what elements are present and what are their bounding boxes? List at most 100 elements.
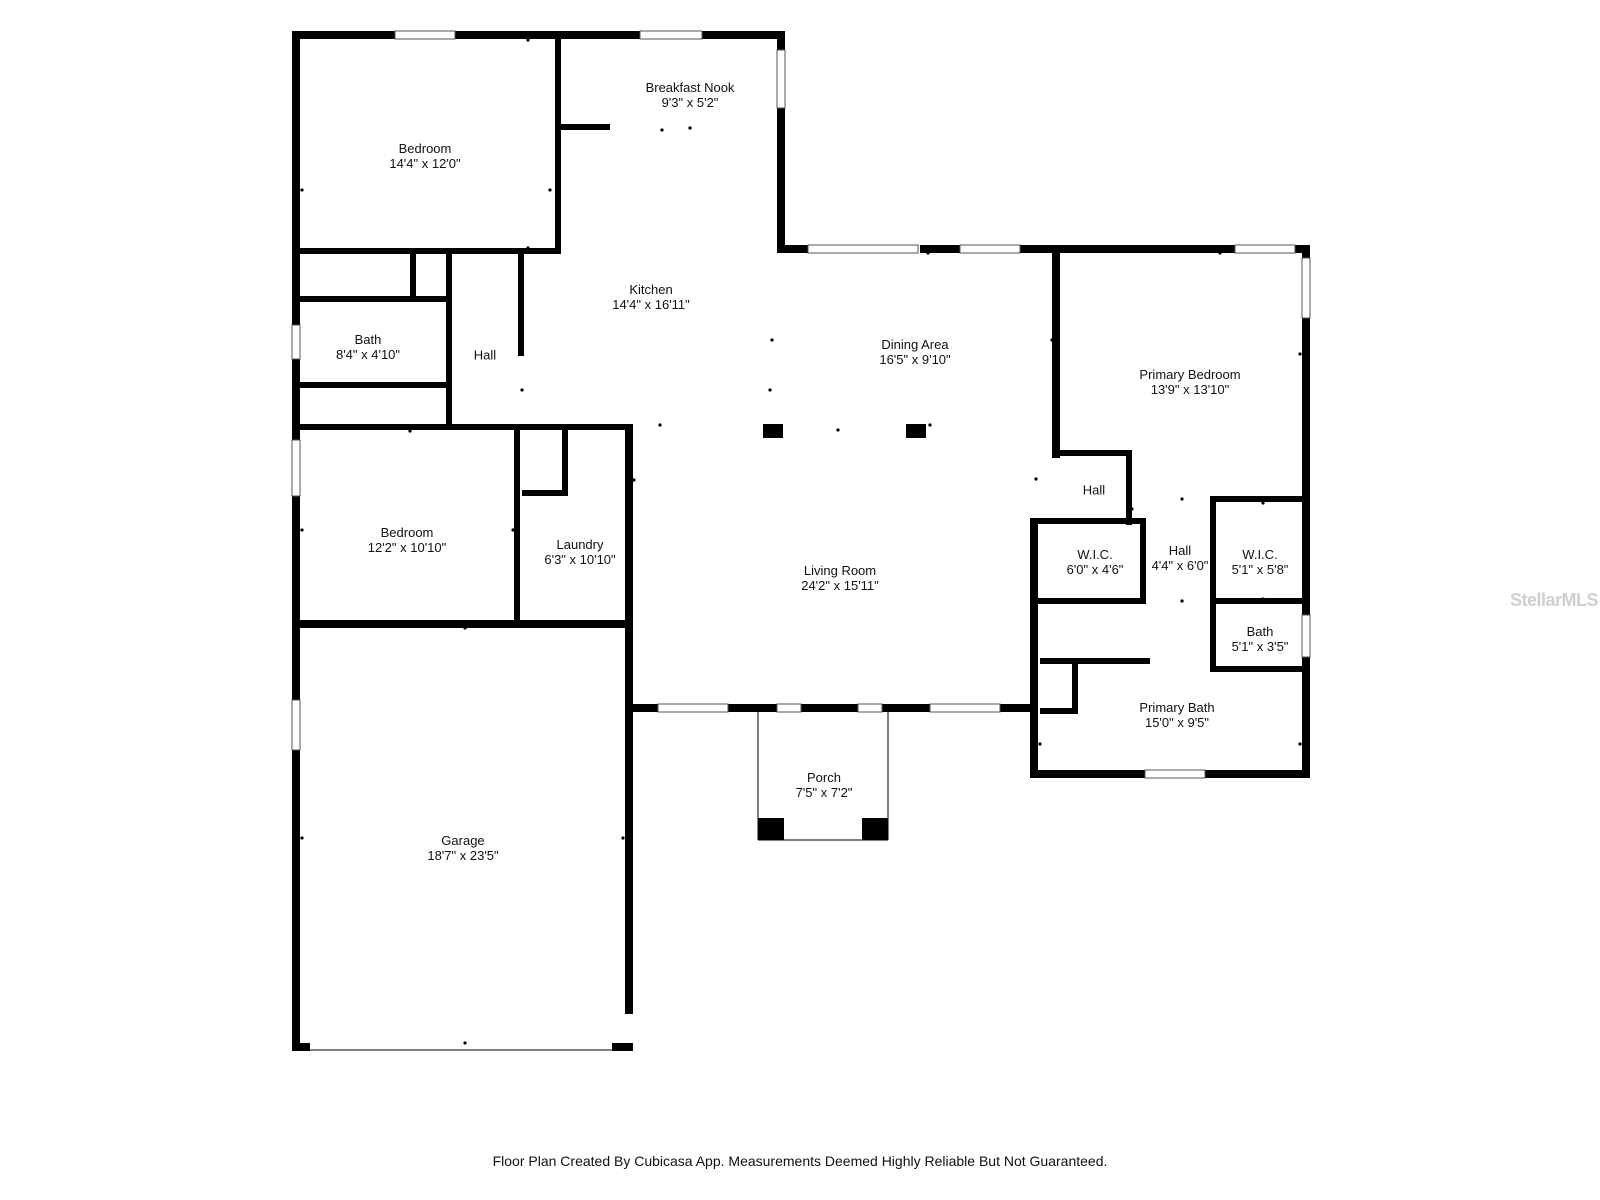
window-marker — [1144, 769, 1206, 779]
dimension-tick — [370, 298, 374, 302]
wall-segment — [300, 248, 555, 254]
room-label-laundry: Laundry 6'3" x 10'10" — [544, 537, 615, 567]
room-dimensions: 16'5" x 9'10" — [879, 352, 951, 367]
dimension-tick — [660, 128, 664, 132]
dimension-tick — [688, 126, 692, 130]
dimension-tick — [836, 428, 840, 432]
wall-segment — [777, 31, 785, 253]
room-label-hall-west: Hall — [474, 348, 496, 363]
room-label-kitchen: Kitchen 14'4" x 16'11" — [612, 282, 690, 312]
wall-segment — [514, 430, 520, 625]
room-name: Porch — [807, 770, 841, 785]
dimension-tick — [621, 836, 625, 840]
room-name: Breakfast Nook — [645, 80, 735, 95]
wall-segment — [292, 1043, 310, 1051]
room-label-primary-bath: Primary Bath 15'0" x 9'5" — [1139, 700, 1214, 730]
room-name: Living Room — [803, 563, 877, 578]
wall-segment — [1210, 496, 1310, 502]
room-name: W.I.C. — [1242, 547, 1278, 562]
dimension-tick — [1130, 507, 1134, 511]
wall-segment — [625, 424, 633, 1014]
dimension-tick — [1034, 477, 1038, 481]
window-marker — [1301, 614, 1311, 658]
window-marker — [291, 439, 301, 497]
dimension-tick — [1056, 342, 1060, 346]
room-label-hall-east-upper: Hall — [1083, 483, 1105, 498]
dimension-tick — [1095, 599, 1099, 603]
wall-segment — [633, 704, 1033, 712]
room-name: Dining Area — [881, 337, 949, 352]
dimension-tick — [1261, 501, 1265, 505]
room-name: Bath — [1246, 624, 1274, 639]
room-dimensions: 9'3" x 5'2" — [661, 95, 719, 110]
room-dimensions: 8'4" x 4'10" — [335, 347, 401, 362]
room-dimensions: 13'9" x 13'10" — [1150, 382, 1230, 397]
window-marker — [1234, 244, 1296, 254]
room-label-bedroom-nw: Bedroom 14'4" x 12'0" — [389, 141, 460, 171]
room-dimensions: 14'4" x 12'0" — [389, 156, 461, 171]
dimension-tick — [770, 338, 774, 342]
dimension-tick — [1050, 338, 1054, 342]
dimension-tick — [1298, 742, 1302, 746]
room-label-bath-east: Bath 5'1" x 3'5" — [1232, 624, 1289, 654]
window-marker — [776, 703, 802, 713]
wall-segment — [1040, 708, 1078, 714]
room-name: Hall — [473, 347, 497, 363]
wall-segment — [1302, 245, 1310, 775]
footer-disclaimer: Floor Plan Created By Cubicasa App. Meas… — [492, 1153, 1108, 1169]
dimension-tick — [1038, 742, 1042, 746]
window-marker — [807, 244, 919, 254]
wall-segment — [1052, 248, 1060, 458]
room-label-primary-bedroom: Primary Bedroom 13'9" x 13'10" — [1139, 367, 1240, 397]
room-dimensions: 4'4" x 6'0" — [1151, 558, 1209, 573]
wall-segment — [777, 245, 809, 253]
room-dimensions: 15'0" x 9'5" — [1144, 715, 1210, 730]
dimension-tick — [526, 246, 530, 250]
room-label-garage: Garage 18'7" x 23'5" — [427, 833, 498, 863]
dimension-tick — [408, 620, 412, 624]
window-marker — [291, 699, 301, 751]
room-label-dining-area: Dining Area 16'5" x 9'10" — [879, 337, 950, 367]
window-marker — [394, 30, 456, 40]
dimension-tick — [926, 251, 930, 255]
room-label-bath-west: Bath 8'4" x 4'10" — [336, 332, 400, 362]
room-dimensions: 14'4" x 16'11" — [612, 297, 690, 312]
dimension-tick — [1180, 599, 1184, 603]
dimension-tick — [658, 423, 662, 427]
room-name: Kitchen — [629, 282, 673, 297]
wall-segment — [763, 424, 783, 438]
wall-segment — [518, 254, 524, 356]
dimension-tick — [1298, 352, 1302, 356]
wall-segment — [906, 424, 926, 438]
wall-segment — [292, 31, 300, 1051]
wall-segment — [562, 430, 568, 496]
room-name: W.I.C. — [1077, 547, 1113, 562]
room-name: Bath — [354, 332, 382, 347]
wall-segment — [1030, 598, 1146, 604]
window-marker — [959, 244, 1021, 254]
wall-segment — [1030, 518, 1146, 524]
wall-segment — [410, 254, 416, 296]
wall-segment — [612, 1043, 633, 1051]
dimension-tick — [768, 388, 772, 392]
dimension-tick — [408, 429, 412, 433]
dimension-tick — [1261, 666, 1265, 670]
watermark-logo: StellarMLS — [1510, 590, 1599, 610]
window-marker — [291, 324, 301, 360]
room-dimensions: 24'2" x 15'11" — [801, 578, 879, 593]
wall-segment — [446, 248, 452, 428]
window-marker — [657, 703, 729, 713]
room-label-living-room: Living Room 24'2" x 15'11" — [801, 563, 879, 593]
dimension-tick — [1095, 519, 1099, 523]
room-name: Hall — [1168, 543, 1192, 558]
dimension-tick — [1214, 497, 1218, 501]
wall-segment — [1052, 450, 1132, 456]
window-marker — [1301, 257, 1311, 319]
dimension-tick — [300, 528, 304, 532]
dimension-tick — [300, 836, 304, 840]
wall-segment — [1210, 666, 1310, 672]
dimension-tick — [1261, 597, 1265, 601]
wall-segment — [1140, 518, 1146, 603]
wall-segment — [300, 382, 450, 388]
